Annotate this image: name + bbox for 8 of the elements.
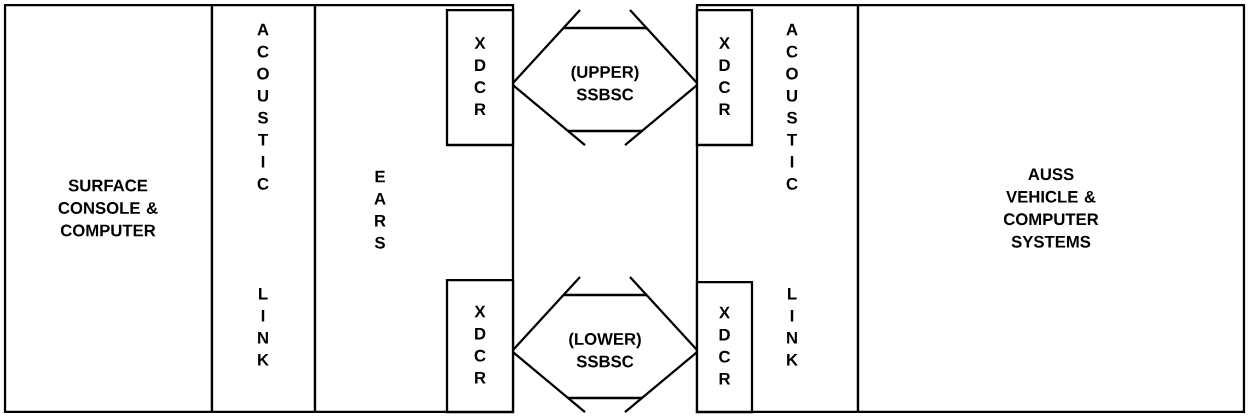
beam-drawing: (UPPER) SSBSC [512, 9, 698, 146]
beam-drawing: (LOWER) SSBSC [512, 276, 698, 413]
block-box: XDCR [445, 278, 515, 414]
block-box: XDCR [695, 8, 754, 147]
block-box: SURFACE CONSOLE & COMPUTER [3, 3, 214, 414]
block-box: XDCR [445, 8, 515, 147]
block-box: ACOUSTIC LINK [210, 3, 317, 414]
block-box: XDCR [695, 280, 754, 414]
